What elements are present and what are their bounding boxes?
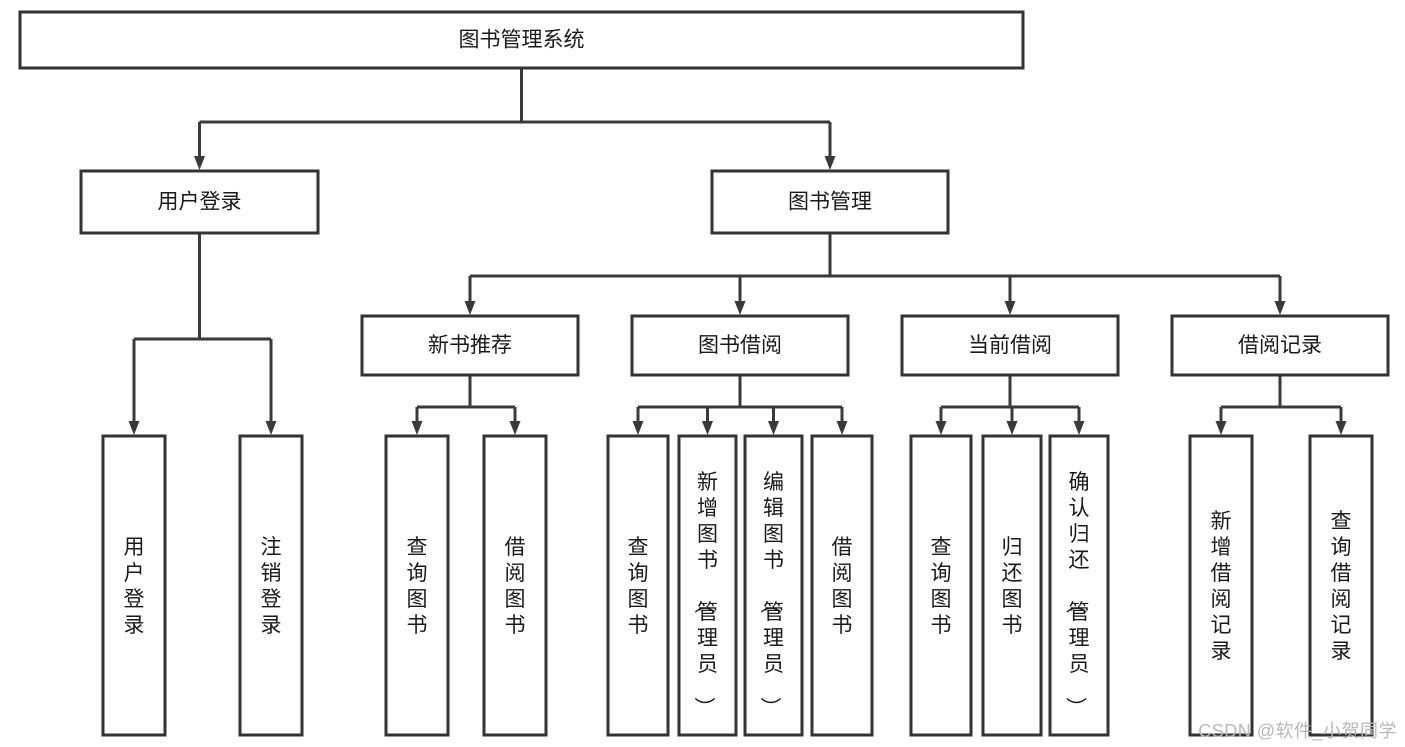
node-label: 用户登录 <box>124 536 145 637</box>
node-box <box>79 169 320 235</box>
arrow-head <box>836 421 848 435</box>
connector-layer <box>128 68 1347 435</box>
node-leaf-borrow-book-1[interactable]: 借阅图书 <box>482 434 548 737</box>
node-box <box>710 169 950 235</box>
node-label: 图书管理 <box>788 191 872 214</box>
node-user-login[interactable]: 用户登录 <box>79 169 320 235</box>
node-label: 新书推荐 <box>428 334 512 357</box>
node-label: 新增借阅记录 <box>1211 510 1232 663</box>
node-label: 借阅图书 <box>832 536 853 637</box>
node-box <box>1048 434 1110 737</box>
node-label: 图书借阅 <box>698 334 782 357</box>
arrow-head <box>1006 421 1018 435</box>
node-box <box>482 434 548 737</box>
node-box <box>18 10 1025 70</box>
node-leaf-edit-book[interactable]: 编辑图书（管理员） <box>743 434 804 737</box>
node-new-book-rec[interactable]: 新书推荐 <box>360 314 580 377</box>
arrow-head <box>824 156 836 170</box>
node-leaf-add-book[interactable]: 新增图书（管理员） <box>677 434 738 737</box>
node-label: 注销登录 <box>261 536 282 637</box>
node-leaf-add-record[interactable]: 新增借阅记录 <box>1188 434 1254 737</box>
arrow-head <box>128 421 140 435</box>
node-leaf-user-login[interactable]: 用户登录 <box>101 434 167 737</box>
arrow-head <box>935 421 947 435</box>
arrow-head <box>509 421 521 435</box>
node-box <box>360 314 580 377</box>
node-book-borrow[interactable]: 图书借阅 <box>630 314 850 377</box>
arrow-head <box>1274 301 1286 315</box>
node-label: 新增图书（管理员） <box>692 471 718 718</box>
node-leaf-query-record[interactable]: 查询借阅记录 <box>1308 434 1374 737</box>
node-box <box>1188 434 1254 737</box>
node-leaf-borrow-book-2[interactable]: 借阅图书 <box>810 434 874 737</box>
node-leaf-logout-login[interactable]: 注销登录 <box>238 434 304 737</box>
arrow-head <box>768 421 779 435</box>
arrow-head <box>1073 421 1085 435</box>
node-label: 图书管理系统 <box>459 29 585 52</box>
node-leaf-query-book-1[interactable]: 查询图书 <box>384 434 450 737</box>
arrow-head <box>464 301 476 315</box>
node-book-mgmt[interactable]: 图书管理 <box>710 169 950 235</box>
node-label: 查询图书 <box>407 536 428 637</box>
node-label: 确认归还（管理员） <box>1064 471 1090 718</box>
node-leaf-query-book-2[interactable]: 查询图书 <box>606 434 670 737</box>
node-label: 查询借阅记录 <box>1331 510 1352 663</box>
arrow-head <box>411 421 423 435</box>
node-label: 查询图书 <box>628 536 649 637</box>
node-borrow-record[interactable]: 借阅记录 <box>1170 314 1390 377</box>
arrow-head <box>1215 421 1227 435</box>
node-leaf-confirm-return[interactable]: 确认归还（管理员） <box>1048 434 1110 737</box>
node-label: 用户登录 <box>158 191 242 214</box>
node-label: 归还图书 <box>1002 536 1023 637</box>
node-label: 借阅记录 <box>1238 334 1322 357</box>
node-leaf-query-book-3[interactable]: 查询图书 <box>909 434 973 737</box>
node-label: 编辑图书（管理员） <box>758 471 784 718</box>
arrow-head <box>702 421 713 435</box>
node-box <box>630 314 850 377</box>
arrow-head <box>734 301 746 315</box>
node-box <box>909 434 973 737</box>
node-layer: 图书管理系统用户登录图书管理新书推荐图书借阅当前借阅借阅记录用户登录注销登录查询… <box>18 10 1390 737</box>
node-box <box>384 434 450 737</box>
arrow-head <box>194 156 205 170</box>
arrow-head <box>265 421 277 435</box>
node-label: 借阅图书 <box>505 536 526 637</box>
arrow-head <box>632 421 644 435</box>
node-current-borrow[interactable]: 当前借阅 <box>900 314 1120 377</box>
node-box <box>238 434 304 737</box>
node-box <box>1170 314 1390 377</box>
node-box <box>810 434 874 737</box>
node-box <box>677 434 738 737</box>
node-box <box>900 314 1120 377</box>
node-leaf-return-book[interactable]: 归还图书 <box>981 434 1043 737</box>
node-box <box>1308 434 1374 737</box>
node-box <box>981 434 1043 737</box>
arrow-head <box>1335 421 1347 435</box>
node-box <box>101 434 167 737</box>
arrow-head <box>1004 301 1016 315</box>
node-label: 当前借阅 <box>968 334 1052 357</box>
node-root[interactable]: 图书管理系统 <box>18 10 1025 70</box>
node-box <box>743 434 804 737</box>
node-box <box>606 434 670 737</box>
node-label: 查询图书 <box>931 536 952 637</box>
